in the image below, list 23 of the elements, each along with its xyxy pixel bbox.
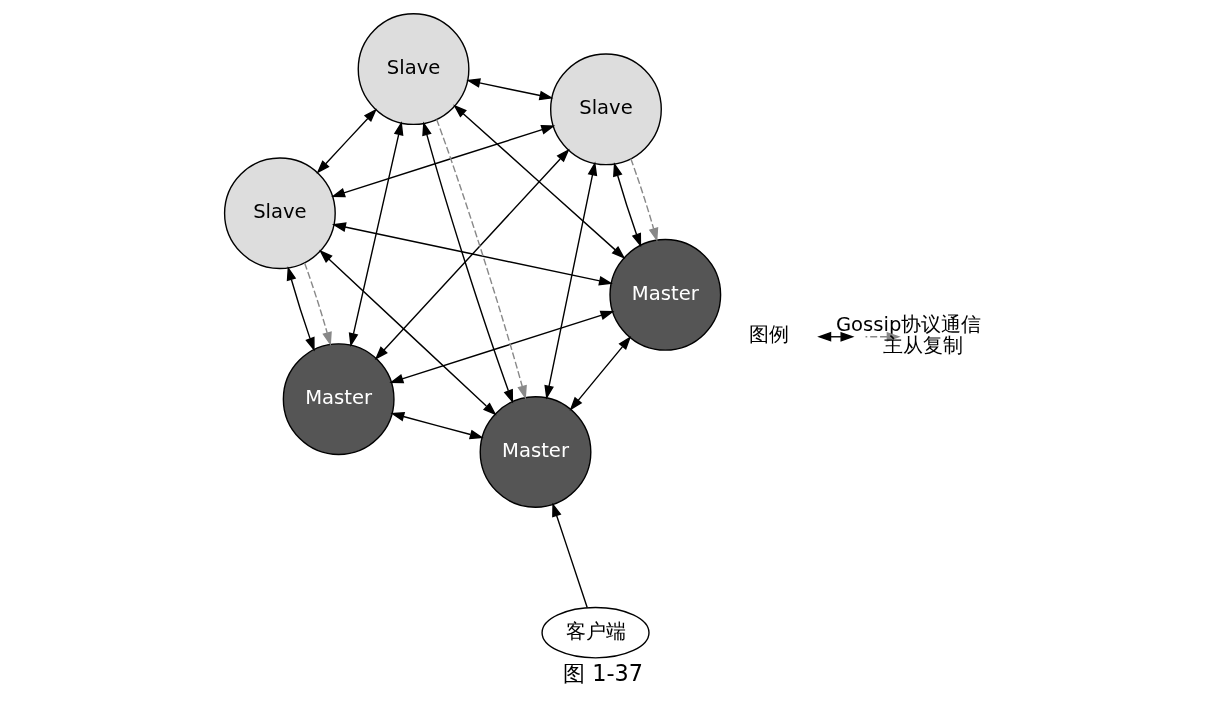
arrow [389, 411, 484, 440]
arrow [569, 336, 631, 411]
arrow [348, 121, 403, 348]
arrow [303, 262, 332, 347]
arrow [612, 162, 641, 248]
arrow [543, 161, 597, 400]
arrow [374, 148, 570, 360]
arrow [286, 266, 315, 352]
label: 图例 [748, 323, 789, 347]
arrow [421, 121, 513, 404]
node-ellipse: 客户端 [540, 606, 650, 659]
arrow [331, 222, 613, 286]
arrow [465, 78, 553, 101]
arrow [330, 125, 555, 198]
arrow [435, 118, 527, 400]
legend-label: 主从复制 [882, 334, 963, 358]
arrow [452, 104, 625, 259]
arrow [629, 158, 658, 242]
arrow [388, 310, 614, 384]
arrow [315, 108, 377, 174]
caption: 图 1-37 [562, 660, 643, 687]
arrow [318, 249, 497, 416]
arrow [551, 502, 588, 609]
